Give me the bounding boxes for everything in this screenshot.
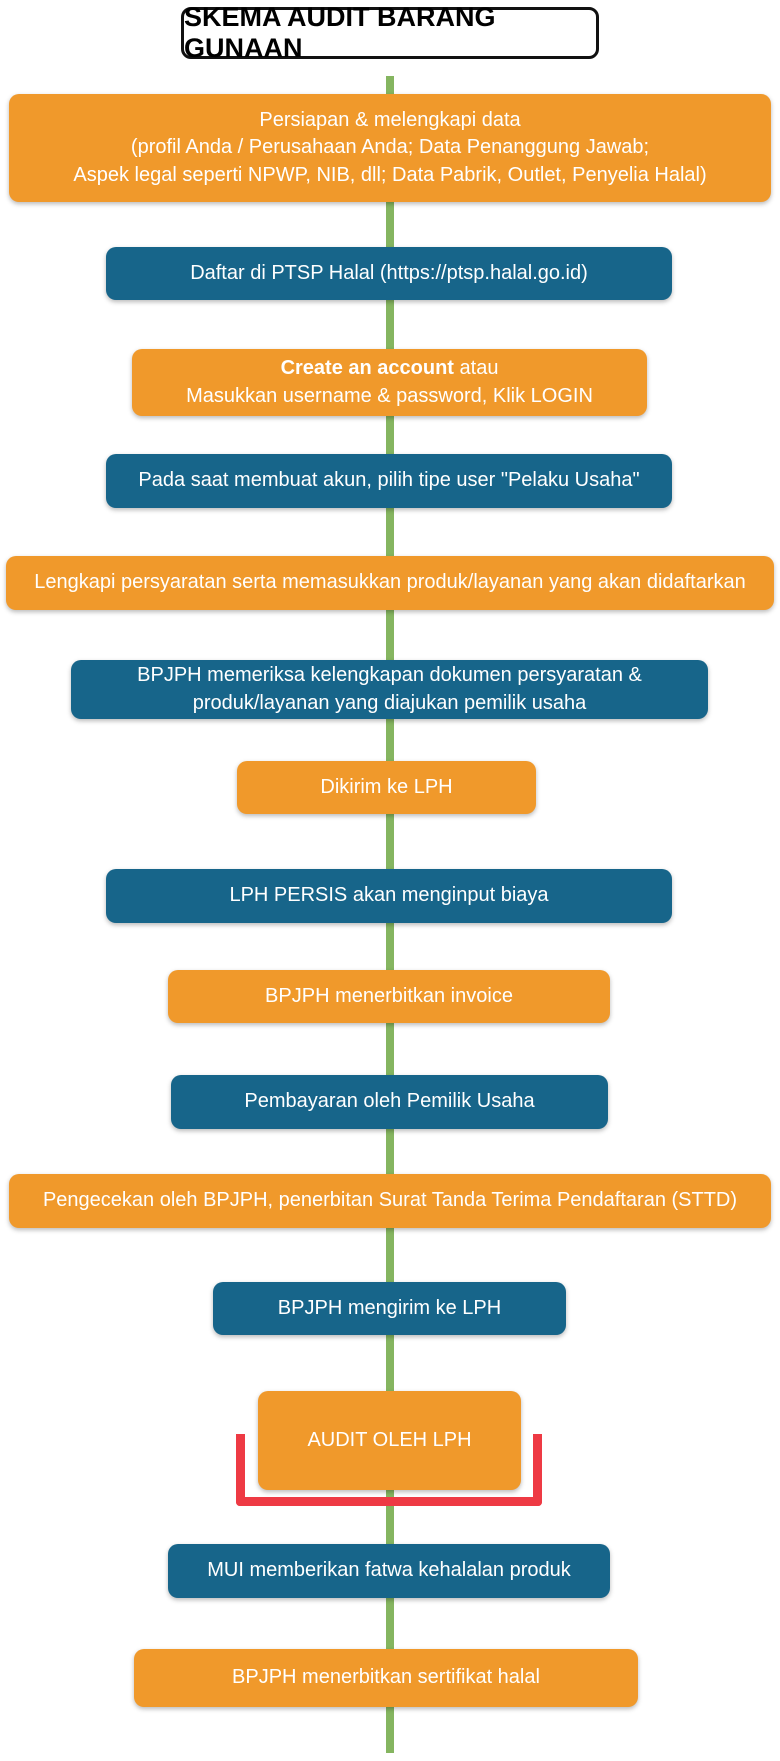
audit-loop-bracket [236,1434,542,1506]
step-pilih-tipe-user: Pada saat membuat akun, pilih tipe user … [106,454,672,508]
step-text: BPJPH memeriksa kelengkapan dokumen pers… [137,663,642,686]
step-bpjph-memeriksa: BPJPH memeriksa kelengkapan dokumen pers… [71,660,708,719]
step-text: BPJPH menerbitkan invoice [265,984,513,1007]
step-text: Lengkapi persyaratan serta memasukkan pr… [34,571,746,594]
step-text: MUI memberikan fatwa kehalalan produk [207,1559,571,1582]
step-audit-oleh-lph: AUDIT OLEH LPH [258,1391,521,1490]
step-text: Create an account atau [281,355,499,383]
step-text: BPJPH mengirim ke LPH [277,1296,502,1319]
step-bpjph-sertifikat: BPJPH menerbitkan sertifikat halal [134,1649,638,1707]
step-lph-persis-input-biaya: LPH PERSIS akan menginput biaya [106,869,672,923]
step-text: (profil Anda / Perusahaan Anda; Data Pen… [130,136,650,159]
step-pembayaran: Pembayaran oleh Pemilik Usaha [171,1075,608,1129]
step-persiapan-data: Persiapan & melengkapi data (profil Anda… [9,94,771,202]
step-text: Aspek legal seperti NPWP, NIB, dll; Data… [73,163,707,186]
step-text: produk/layanan yang diajukan pemilik usa… [192,691,587,714]
step-lengkapi-persyaratan: Lengkapi persyaratan serta memasukkan pr… [6,556,774,610]
step-mui-fatwa: MUI memberikan fatwa kehalalan produk [168,1544,610,1598]
diagram-title: SKEMA AUDIT BARANG GUNAAN [181,2,599,63]
step-text: LPH PERSIS akan menginput biaya [229,884,549,907]
step-bpjph-invoice: BPJPH menerbitkan invoice [168,970,610,1023]
step-text: Persiapan & melengkapi data [259,108,521,131]
diagram-title-text: SKEMA AUDIT BARANG GUNAAN [184,2,496,63]
step-text: BPJPH menerbitkan sertifikat halal [232,1666,540,1689]
step-text: AUDIT OLEH LPH [307,1428,472,1451]
step-bpjph-mengirim-lph: BPJPH mengirim ke LPH [213,1282,566,1335]
step-text: Pengecekan oleh BPJPH, penerbitan Surat … [42,1189,738,1212]
step-daftar-ptsp: Daftar di PTSP Halal (https://ptsp.halal… [106,247,672,300]
step-create-account: Create an account atau Masukkan username… [132,349,647,416]
step-text: Daftar di PTSP Halal (https://ptsp.halal… [190,261,588,284]
step-text: Masukkan username & password, Klik LOGIN [186,384,593,407]
step-text: Pembayaran oleh Pemilik Usaha [244,1090,535,1113]
step-text: Pada saat membuat akun, pilih tipe user … [138,469,640,492]
step-text: Dikirim ke LPH [320,775,453,798]
step-text-bold: Create an account [280,356,454,379]
step-pengecekan-sttd: Pengecekan oleh BPJPH, penerbitan Surat … [9,1174,771,1228]
step-dikirim-ke-lph: Dikirim ke LPH [237,761,536,814]
step-text-rest: atau [453,356,499,379]
